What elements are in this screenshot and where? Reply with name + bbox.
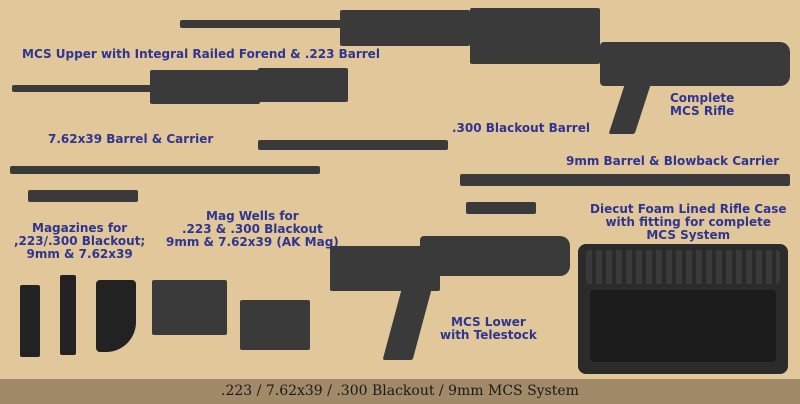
complete-rifle-forend (340, 10, 470, 46)
complete-rifle-stock (600, 42, 790, 86)
label-line: 9mm & 7.62x39 (AK Mag) (166, 235, 339, 249)
lower-grip (382, 290, 432, 360)
case-foam (590, 290, 776, 362)
footer-caption: .223 / 7.62x39 / .300 Blackout / 9mm MCS… (0, 379, 800, 404)
label-line: Diecut Foam Lined Rifle Case (590, 202, 787, 216)
label-case: Diecut Foam Lined Rifle Case with fittin… (590, 203, 786, 242)
label-line: 9mm & 7.62x39 (26, 247, 133, 261)
label-lower: MCS Lower with Telestock (440, 316, 537, 342)
magwell-9mm (240, 300, 310, 350)
carrier-762 (28, 190, 138, 202)
label-mag-wells: Mag Wells for .223 & .300 Blackout 9mm &… (166, 210, 339, 249)
label-line: MCS System (646, 228, 731, 242)
barrel-9mm (460, 174, 790, 186)
label-line: Mag Wells for (206, 209, 299, 223)
label-line: with fitting for complete (605, 215, 772, 229)
case-lid (586, 250, 780, 284)
label-line: Complete (670, 91, 735, 105)
label-line: MCS Rifle (670, 104, 735, 118)
label-barrel-9mm: 9mm Barrel & Blowback Carrier (566, 154, 780, 168)
complete-rifle-receiver (470, 8, 600, 64)
upper-forend (150, 70, 260, 104)
label-complete-rifle: Complete MCS Rifle (670, 92, 734, 118)
carrier-9mm (466, 202, 536, 214)
label-upper: MCS Upper with Integral Railed Forend & … (22, 47, 380, 61)
blackout-barrel (258, 140, 448, 150)
upper-receiver (258, 68, 348, 102)
magazine-ak (96, 280, 136, 352)
label-blackout-barrel: .300 Blackout Barrel (452, 121, 590, 135)
upper-barrel (12, 85, 162, 92)
label-magazines: Magazines for ,223/.300 Blackout; 9mm & … (14, 222, 145, 261)
barrel-762 (10, 166, 320, 174)
label-line: with Telestock (440, 328, 537, 342)
label-line: Magazines for (32, 221, 128, 235)
rifle-case (578, 244, 788, 374)
label-line: MCS Lower (451, 315, 526, 329)
label-line: .223 & .300 Blackout (181, 222, 323, 236)
magwell-223 (152, 280, 227, 335)
magazine-9mm (60, 275, 76, 355)
label-line: ,223/.300 Blackout; (14, 234, 146, 248)
lower-stock (420, 236, 570, 276)
label-barrel-762: 7.62x39 Barrel & Carrier (48, 132, 214, 146)
magazine-223 (20, 285, 40, 357)
complete-rifle-barrel (180, 20, 380, 28)
